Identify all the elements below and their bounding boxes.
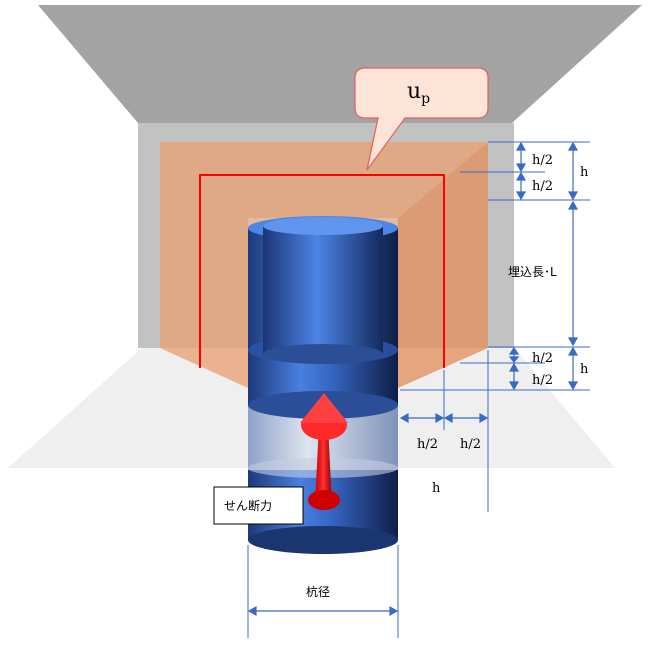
label-embed-length: 埋込長･L (508, 265, 557, 279)
pile-inner-cylinder (263, 226, 383, 354)
label-half-h-top-1: h/2 (532, 153, 553, 168)
punching-perimeter-outline (199, 174, 445, 368)
up-callout: up (354, 67, 489, 171)
label-half-h-top-2: h/2 (532, 179, 553, 194)
shear-force-arrow (300, 393, 348, 510)
label-half-h-bottom-1: h/2 (532, 351, 553, 366)
label-half-h-horizontal-1: h/2 (417, 437, 438, 452)
label-half-h-horizontal-2: h/2 (460, 437, 481, 452)
slab-top-face (38, 5, 642, 123)
dimension-arrows (247, 141, 579, 617)
label-shear-force: せん断力 (224, 498, 272, 513)
callout-label: up (407, 79, 430, 107)
label-half-h-bottom-2: h/2 (532, 373, 553, 388)
label-h-horizontal: h (432, 481, 441, 496)
label-h-bottom: h (580, 362, 589, 377)
label-pile-diameter: 杭径 (306, 584, 330, 599)
shear-force-label-box: せん断力 (213, 486, 304, 525)
label-h-top: h (580, 165, 589, 180)
